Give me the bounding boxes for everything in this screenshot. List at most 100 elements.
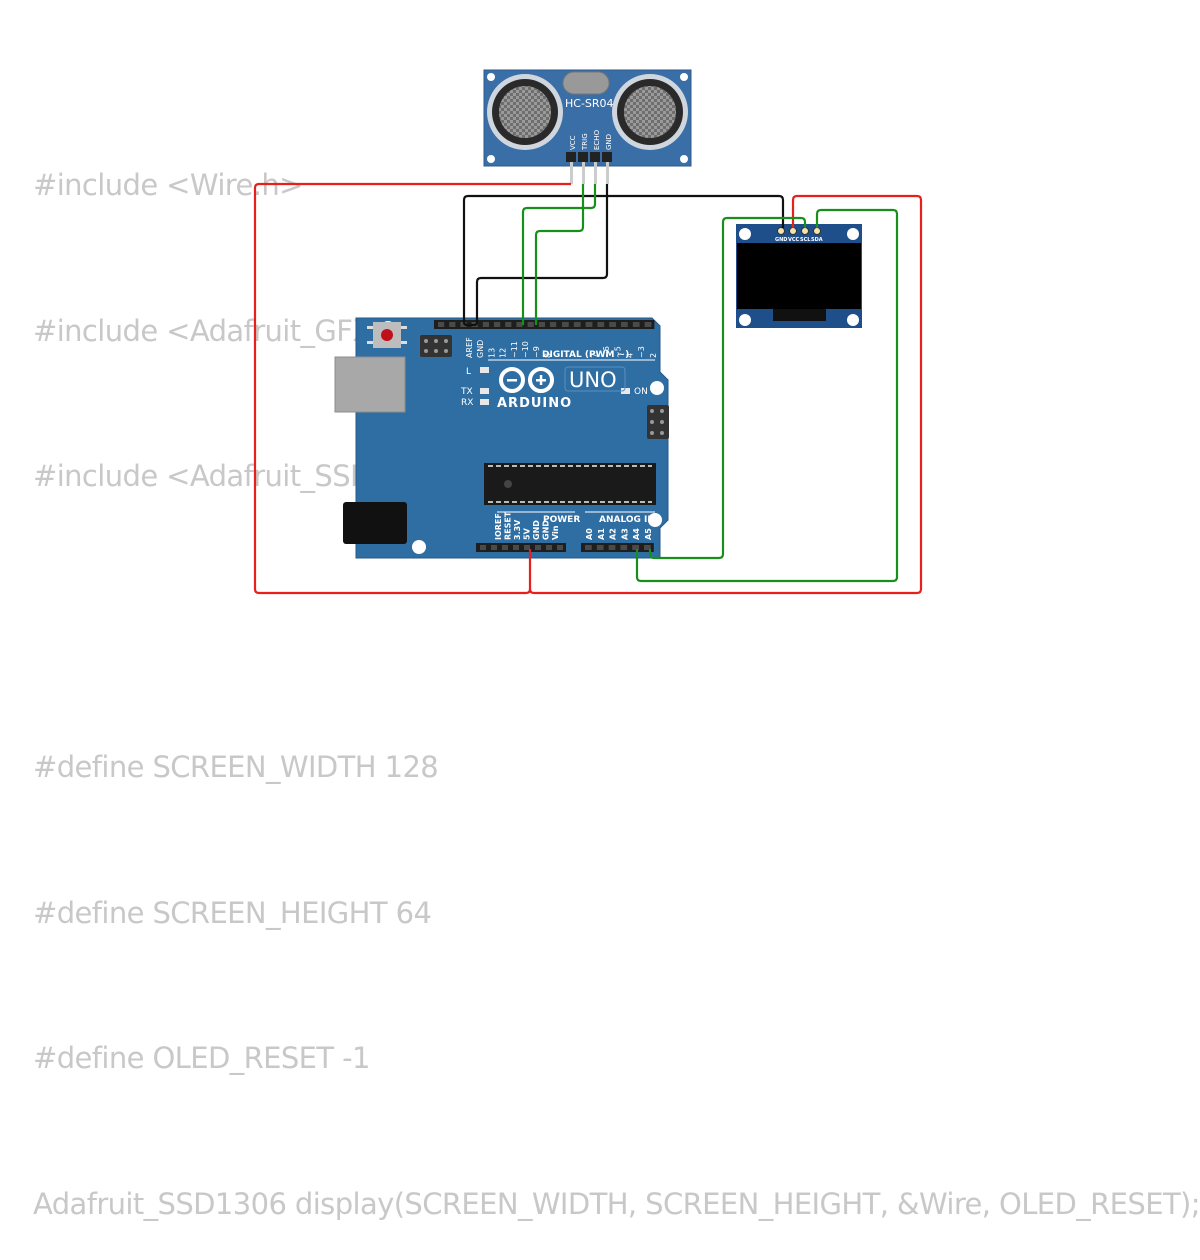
wire-sensor-echo-to-pin10[interactable] <box>521 184 597 325</box>
mounting-hole <box>648 513 662 527</box>
header-pin-socket[interactable] <box>527 322 534 327</box>
pin-label: ~3 <box>637 346 646 358</box>
pin-label: RX 0 <box>673 339 682 358</box>
led-on: ON <box>621 387 648 397</box>
header-pin-socket[interactable] <box>546 545 552 550</box>
pin-label: RESET <box>504 511 513 540</box>
pin-label: GND <box>542 520 551 540</box>
header-pin-socket[interactable] <box>513 545 519 550</box>
icsp-header <box>420 335 452 357</box>
header-pin-socket[interactable] <box>562 322 569 327</box>
sensor-pin-header[interactable] <box>566 152 612 184</box>
header-pin-socket[interactable] <box>632 322 640 327</box>
svg-text:GND: GND <box>775 237 787 243</box>
pin-label: A5 <box>644 528 653 540</box>
wire-oled-scl-to-a5[interactable] <box>648 216 807 560</box>
led-rx: RX <box>461 398 489 408</box>
arduino-brand-label: ARDUINO <box>497 396 572 411</box>
header-pin-socket[interactable] <box>482 322 489 327</box>
header-pin-socket[interactable] <box>573 322 581 327</box>
digital-header-right[interactable] <box>558 320 655 329</box>
analog-header[interactable] <box>581 543 654 552</box>
crystal-oscillator <box>562 71 610 95</box>
header-pin-socket[interactable] <box>438 322 445 327</box>
header-pin-socket[interactable] <box>557 545 563 550</box>
header-pin-socket[interactable] <box>524 545 530 550</box>
svg-text:VCC: VCC <box>788 237 800 243</box>
wire-sensor-trig-to-pin9[interactable] <box>534 184 585 325</box>
pin-label: ~10 <box>521 341 530 358</box>
icsp-header-right <box>647 405 669 439</box>
pin-label: IOREF <box>494 513 503 540</box>
oled-ssd1306-display[interactable]: GND VCC SCL SDA <box>736 224 862 328</box>
oled-pin-labels: GND VCC SCL SDA <box>775 237 823 243</box>
pin-label: A3 <box>620 528 629 540</box>
header-pin-socket[interactable] <box>608 545 616 550</box>
mounting-hole <box>650 381 664 395</box>
pin-label: ~5 <box>614 346 623 358</box>
header-pin-socket[interactable] <box>609 322 616 327</box>
header-pin-socket[interactable] <box>597 322 605 327</box>
led-l: L <box>466 367 489 377</box>
header-pin-socket[interactable] <box>644 322 652 327</box>
reset-button[interactable] <box>367 322 407 348</box>
power-label: POWER <box>543 515 580 525</box>
header-pin-socket[interactable] <box>538 322 545 327</box>
pin-label: GND <box>605 134 613 150</box>
header-pin-socket[interactable] <box>644 545 651 550</box>
code-line: #define SCREEN_HEIGHT 64 <box>33 895 432 930</box>
power-header[interactable] <box>476 543 566 552</box>
code-line: #define OLED_RESET -1 <box>33 1041 370 1075</box>
header-pin-socket[interactable] <box>621 322 628 327</box>
wire-sensor-vcc-to-5v[interactable] <box>253 182 571 595</box>
receiver-transducer <box>612 74 688 150</box>
pin-label: VCC <box>569 135 577 150</box>
code-line: Adafruit_SSD1306 display(SCREEN_WIDTH, S… <box>33 1186 1200 1221</box>
code-line: #define SCREEN_WIDTH 128 <box>33 750 439 784</box>
mounting-hole <box>412 540 426 554</box>
wire-oled-sda-to-a4[interactable] <box>635 208 899 583</box>
pin-label: A4 <box>632 528 641 540</box>
header-pin-socket[interactable] <box>596 545 604 550</box>
header-pin-socket[interactable] <box>505 322 512 327</box>
svg-text:L: L <box>466 367 471 377</box>
digital-header-left[interactable] <box>434 320 560 329</box>
arduino-logo-icon <box>499 367 554 393</box>
header-pin-socket[interactable] <box>550 322 557 327</box>
header-pin-socket[interactable] <box>491 545 497 550</box>
pin-label: ~6 <box>602 346 611 358</box>
pin-label: A0 <box>585 528 594 540</box>
header-pin-socket[interactable] <box>502 545 508 550</box>
header-pin-socket[interactable] <box>494 322 501 327</box>
header-pin-socket[interactable] <box>480 545 486 550</box>
arduino-model-label: UNO <box>569 368 617 392</box>
header-pin-socket[interactable] <box>449 322 456 327</box>
pin-label: GND <box>476 340 485 358</box>
header-pin-socket[interactable] <box>585 545 592 550</box>
pin-label: ~11 <box>510 341 519 358</box>
pin-label: 2 <box>649 353 658 358</box>
wire-oled-vcc-to-5v[interactable] <box>528 194 923 595</box>
header-pin-socket[interactable] <box>585 322 593 327</box>
header-pin-socket[interactable] <box>632 545 639 550</box>
dc-power-jack <box>343 502 407 544</box>
pin-label: A1 <box>597 528 606 540</box>
svg-text:ON: ON <box>634 387 648 397</box>
oled-screen <box>737 243 861 309</box>
oled-ribbon <box>773 309 826 321</box>
header-pin-socket[interactable] <box>516 322 523 327</box>
wire-sensor-gnd-to-gnd[interactable] <box>462 184 785 327</box>
svg-text:RX: RX <box>461 398 473 408</box>
header-pin-socket[interactable] <box>535 545 541 550</box>
svg-text:SCL: SCL <box>800 237 811 243</box>
header-pin-socket[interactable] <box>620 545 628 550</box>
svg-text:SDA: SDA <box>811 237 823 243</box>
usb-port <box>334 356 406 413</box>
uno-label-box <box>564 366 626 392</box>
